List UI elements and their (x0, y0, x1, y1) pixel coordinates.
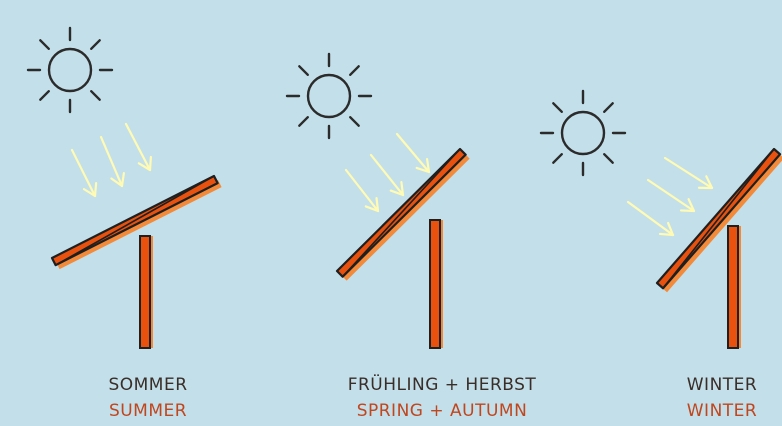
solar-panel-winter (657, 149, 782, 348)
sun-ray-line (553, 103, 561, 111)
season-label-en: SPRING + AUTUMN (312, 398, 572, 424)
season-label-de: WINTER (592, 372, 782, 398)
sun-ray-line (91, 40, 99, 48)
sun-ray-line (40, 91, 48, 99)
sun-ray-line (553, 154, 561, 162)
light-ray-arrow (648, 180, 694, 211)
sun-icon-winter (541, 91, 625, 175)
panel-pole (430, 220, 440, 348)
arrow-head (681, 199, 694, 211)
light-ray-arrow (397, 134, 429, 172)
solar-panel-spring-autumn (337, 149, 470, 348)
sun-ray-line (40, 40, 48, 48)
caption-summer: SOMMER SUMMER (18, 372, 278, 424)
season-label-de: FRÜHLING + HERBST (312, 372, 572, 398)
caption-winter: WINTER WINTER (592, 372, 782, 424)
sun-icon-spring-autumn (287, 54, 371, 138)
light-ray-arrow (371, 155, 403, 195)
sun-ray-line (91, 91, 99, 99)
sun-icon-summer (28, 28, 112, 112)
season-label-de: SOMMER (18, 372, 278, 398)
sun-disc (562, 112, 604, 154)
sun-ray-line (350, 66, 358, 74)
sun-ray-line (299, 66, 307, 74)
light-ray-arrow (628, 202, 673, 235)
light-ray-arrow (665, 158, 712, 188)
light-ray-arrow (346, 170, 378, 211)
sun-rays-winter (628, 158, 712, 235)
sun-ray-line (350, 117, 358, 125)
panel-pole (728, 226, 738, 348)
panel-diagonal (663, 149, 774, 288)
sun-rays-summer (72, 124, 151, 196)
season-label-en: WINTER (592, 398, 782, 424)
sun-ray-line (604, 154, 612, 162)
season-label-en: SUMMER (18, 398, 278, 424)
panel-pole (140, 236, 150, 348)
sun-ray-line (299, 117, 307, 125)
sun-disc (308, 75, 350, 117)
caption-spring-autumn: FRÜHLING + HERBST SPRING + AUTUMN (312, 372, 572, 424)
sun-ray-line (604, 103, 612, 111)
solar-panel-summer (52, 176, 222, 348)
panel-shadow (341, 153, 470, 281)
panel-diagonal (56, 176, 214, 265)
sun-disc (49, 49, 91, 91)
